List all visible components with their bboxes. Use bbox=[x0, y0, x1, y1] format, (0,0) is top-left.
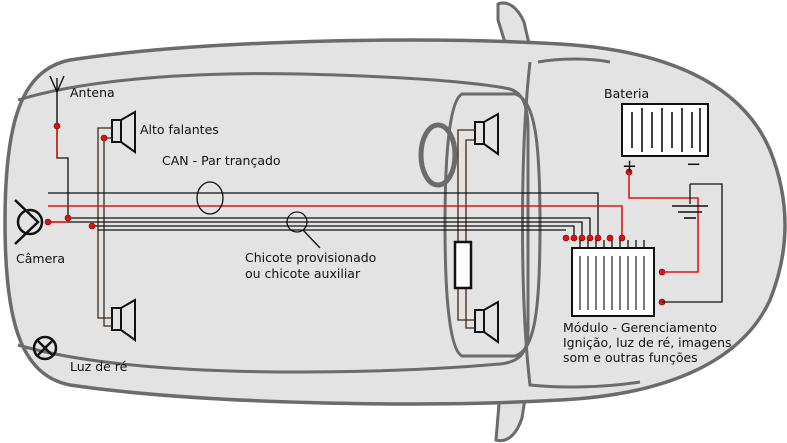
connector-dot bbox=[100, 134, 108, 142]
battery-plus-label: + bbox=[622, 156, 637, 177]
harness-label-line1: Chicote provisionado bbox=[245, 250, 376, 265]
speakers-label: Alto falantes bbox=[140, 122, 219, 137]
ground-icon bbox=[672, 205, 708, 219]
can-marker bbox=[196, 181, 224, 215]
steering-wheel bbox=[418, 122, 458, 188]
connector-dot bbox=[594, 234, 602, 242]
front-speaker-bottom-icon bbox=[474, 300, 499, 344]
fuse-icon bbox=[453, 240, 473, 290]
front-speaker-wire bbox=[457, 129, 475, 329]
connector-dot bbox=[562, 234, 570, 242]
harness-leader-line bbox=[302, 229, 321, 249]
camera-icon bbox=[14, 199, 44, 245]
connector-dot bbox=[44, 218, 52, 226]
connector-dot bbox=[606, 234, 614, 242]
connector-dot bbox=[578, 234, 586, 242]
module-label-line3: som e outras funções bbox=[563, 350, 698, 365]
module-label-line1: Módulo - Gerenciamento bbox=[563, 320, 717, 335]
connector-dot bbox=[586, 234, 594, 242]
connector-dot bbox=[570, 234, 578, 242]
battery-label: Bateria bbox=[604, 86, 649, 101]
reverse-light-label: Luz de ré bbox=[70, 359, 128, 374]
main-harness-black bbox=[48, 126, 599, 238]
can-bus-wire bbox=[48, 126, 623, 238]
can-label: CAN - Par trançado bbox=[162, 153, 281, 168]
connector-dot bbox=[88, 222, 96, 230]
battery-minus-label: − bbox=[686, 154, 701, 175]
seat-outline bbox=[443, 92, 542, 358]
antenna-label: Antena bbox=[70, 85, 115, 100]
battery-positive-wire bbox=[628, 172, 699, 273]
harness-label-line2: ou chicote auxiliar bbox=[245, 266, 361, 281]
connector-dot bbox=[53, 122, 61, 130]
antenna-icon bbox=[49, 75, 65, 126]
front-speaker-top-icon bbox=[474, 112, 499, 156]
rear-speaker-wire bbox=[97, 127, 112, 327]
connector-dot bbox=[618, 234, 626, 242]
connector-dot bbox=[64, 214, 72, 222]
module-icon bbox=[571, 240, 655, 317]
harness-marker bbox=[286, 211, 308, 233]
windshield bbox=[521, 57, 641, 389]
battery-negative-wire bbox=[662, 183, 723, 303]
camera-label: Câmera bbox=[16, 251, 65, 266]
reverse-light-icon bbox=[32, 335, 58, 361]
module-label-line2: Ignição, luz de ré, imagens bbox=[563, 335, 732, 350]
rear-speaker-top-icon bbox=[111, 110, 136, 154]
battery-icon bbox=[621, 103, 709, 157]
rear-speaker-bottom-icon bbox=[111, 298, 136, 342]
